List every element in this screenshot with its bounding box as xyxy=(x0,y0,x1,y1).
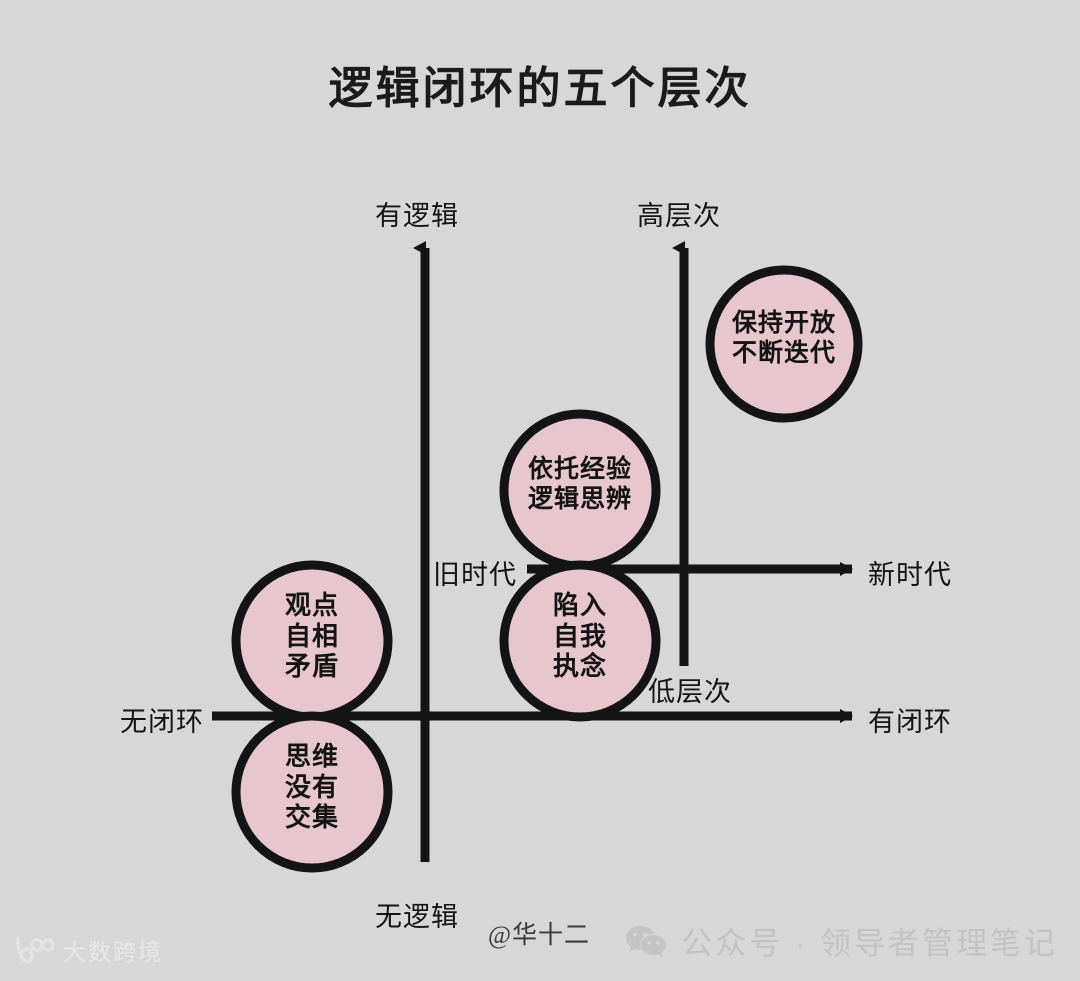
axis-label-no-logic: 无逻辑 xyxy=(375,902,459,932)
bigdata-logo-icon xyxy=(16,937,54,963)
node-circle-self-obsession xyxy=(499,560,661,722)
axis-label-high-level: 高层次 xyxy=(637,201,721,231)
watermark-wechat: 公众号 · 领导者管理笔记 xyxy=(625,918,1058,963)
axis-label-no-closure: 无闭环 xyxy=(120,707,204,737)
axis-label-has-logic: 有逻辑 xyxy=(375,201,459,231)
watermark-wechat-label: 公众号 · 领导者管理笔记 xyxy=(681,926,1058,961)
axis-label-low-level: 低层次 xyxy=(648,677,732,707)
wechat-icon xyxy=(626,925,667,957)
author-credit: @华十二 xyxy=(488,922,591,949)
node-circle-no-intersection xyxy=(231,711,393,873)
axis-label-has-closure: 有闭环 xyxy=(868,707,952,737)
node-circle-open-iterate xyxy=(705,265,863,423)
watermark-bigdata: 大数跨境 xyxy=(14,933,163,967)
axis-label-new-era: 新时代 xyxy=(868,560,952,590)
node-circle-experience-logic xyxy=(499,409,661,571)
axis-label-old-era: 旧时代 xyxy=(433,560,517,590)
node-circle-self-contradiction xyxy=(231,560,393,722)
watermark-bigdata-label: 大数跨境 xyxy=(63,939,163,965)
page-title: 逻辑闭环的五个层次 xyxy=(328,64,752,113)
